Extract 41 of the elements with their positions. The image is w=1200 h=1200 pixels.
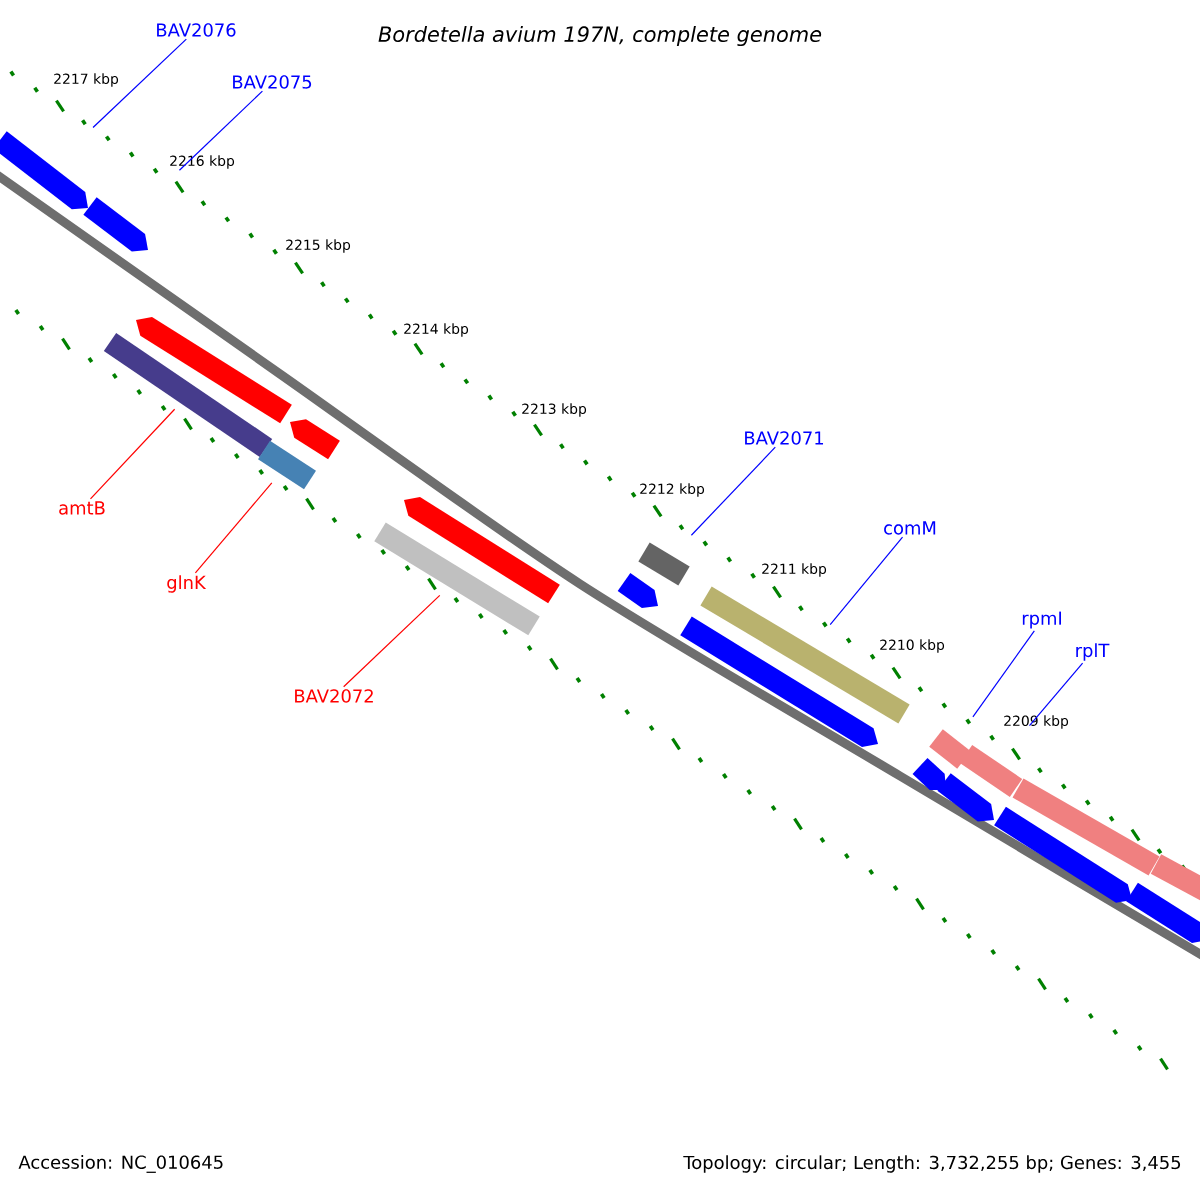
gene-block xyxy=(1012,778,1160,876)
gene-block xyxy=(404,497,560,604)
footer-text: Accession: NC_010645 xyxy=(18,1155,223,1173)
gene-block xyxy=(929,729,971,769)
gene-block xyxy=(136,317,292,424)
gene-block xyxy=(912,757,946,790)
gene-label: amtB xyxy=(59,501,105,515)
gene-block xyxy=(937,773,994,822)
leader-line xyxy=(829,536,904,626)
gene-block xyxy=(638,542,690,586)
gene-block xyxy=(1126,882,1200,943)
gene-block xyxy=(103,332,273,458)
leader-line xyxy=(89,408,176,500)
gene-block xyxy=(994,806,1132,903)
gene-block xyxy=(1150,854,1200,902)
gene-label: BAV2075 xyxy=(233,75,312,89)
gene-label: rpmI xyxy=(1022,611,1061,629)
gene-label: BAV2072 xyxy=(295,689,373,703)
leader-line xyxy=(194,482,273,574)
leader-line xyxy=(972,630,1035,718)
gene-block xyxy=(374,522,540,636)
gene-block xyxy=(290,419,340,460)
gene-label: rplT xyxy=(1076,643,1110,661)
gene-block xyxy=(700,586,910,724)
gene-block xyxy=(617,573,658,609)
gene-block xyxy=(83,197,148,252)
leader-line xyxy=(343,594,441,688)
leader-line xyxy=(178,90,263,171)
gene-block xyxy=(959,744,1023,798)
title: Bordetella avium 197N, complete genome xyxy=(378,25,822,47)
leader-line xyxy=(1028,662,1084,727)
gene-label: glnK xyxy=(167,575,207,593)
leader-line xyxy=(690,446,776,536)
gene-label: comM xyxy=(884,521,936,535)
footer-text: Topology: circular; Length: 3,732,255 bp; Genes: 3,455 xyxy=(683,1155,1181,1173)
gene-block xyxy=(0,131,88,210)
gene-label: BAV2071 xyxy=(745,431,823,445)
gene-block xyxy=(680,616,878,748)
leader-line xyxy=(92,38,187,129)
gene-label: BAV2076 xyxy=(157,23,236,37)
gene-block xyxy=(258,440,316,490)
